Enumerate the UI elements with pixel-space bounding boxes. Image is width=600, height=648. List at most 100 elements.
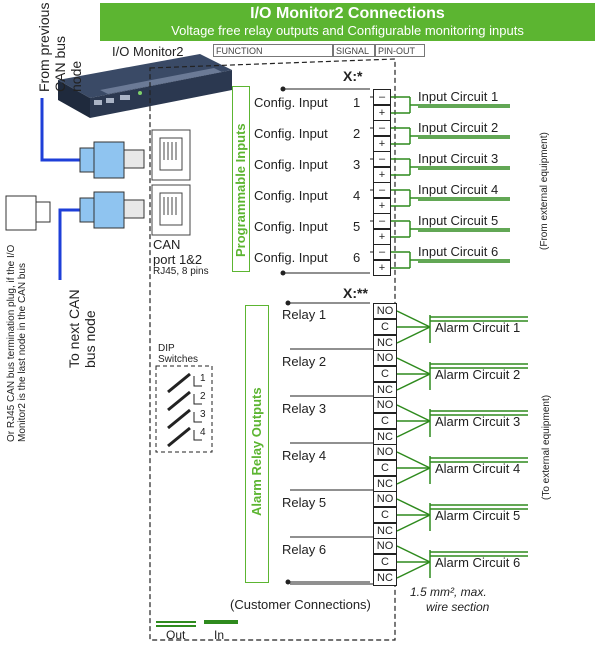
- relay-terminal-no: NO: [373, 397, 397, 413]
- alarm-circuit-label: Alarm Circuit 2: [435, 367, 521, 382]
- alarm-relay-outputs-box: Alarm Relay Outputs: [245, 305, 269, 583]
- input-circuit-label: Input Circuit 6: [418, 244, 499, 259]
- relay-wire: [396, 561, 431, 579]
- input-label: Config. Input: [254, 219, 328, 234]
- terminal-minus: –: [373, 89, 391, 105]
- page-subtitle: Voltage free relay outputs and Configura…: [171, 23, 524, 38]
- relay-wire: [396, 545, 431, 563]
- programmable-inputs-label: Programmable Inputs: [233, 123, 248, 257]
- dip-number: 1: [200, 373, 206, 384]
- input-circuit-label: Input Circuit 5: [418, 213, 499, 228]
- input-label: Config. Input: [254, 126, 328, 141]
- legend-out-label: Out: [166, 628, 186, 642]
- input-label: Config. Input: [254, 188, 328, 203]
- can-port-label: port 1&2: [153, 252, 203, 267]
- header-banner: I/O Monitor2 Connections Voltage free re…: [100, 3, 595, 41]
- relay-label: Relay 2: [282, 354, 327, 369]
- relay-terminal-c: C: [373, 366, 397, 382]
- relay-terminal-nc: NC: [373, 382, 397, 398]
- can-label: CAN: [153, 237, 181, 252]
- relay-wire: [396, 514, 431, 532]
- inputs-connector-label: X:*: [343, 68, 363, 84]
- input-label: Config. Input: [254, 157, 328, 172]
- terminal-minus: –: [373, 151, 391, 167]
- input-number: 6: [353, 250, 361, 265]
- alarm-circuit-label: Alarm Circuit 4: [435, 461, 521, 476]
- dip-number: 2: [200, 391, 206, 402]
- input-circuit-label: Input Circuit 1: [418, 89, 499, 104]
- wire-section-line2: wire section: [426, 600, 490, 614]
- column-function: FUNCTION: [213, 44, 333, 57]
- relay-terminal-c: C: [373, 554, 397, 570]
- relay-wire: [396, 498, 431, 516]
- relay-terminal-nc: NC: [373, 476, 397, 492]
- column-signal: SIGNAL: [333, 44, 375, 57]
- relay-terminal-no: NO: [373, 491, 397, 507]
- legend-in-label: In: [214, 628, 225, 642]
- column-pinout: PIN-OUT: [375, 44, 425, 57]
- input-number: 4: [353, 188, 361, 203]
- relay-terminal-nc: NC: [373, 335, 397, 351]
- input-number: 1: [353, 95, 361, 110]
- terminal-minus: –: [373, 182, 391, 198]
- input-label: Config. Input: [254, 250, 328, 265]
- terminal-plus: +: [373, 229, 391, 245]
- terminal-plus: +: [373, 260, 391, 276]
- terminal-minus: –: [373, 213, 391, 229]
- programmable-inputs-box: Programmable Inputs: [232, 86, 250, 272]
- relay-label: Relay 1: [282, 307, 327, 322]
- device-image: [58, 54, 232, 118]
- input-circuit-label: Input Circuit 2: [418, 120, 499, 135]
- terminal-minus: –: [373, 120, 391, 136]
- relay-label: Relay 6: [282, 542, 327, 557]
- to-external-note: (To external equipment): [541, 394, 552, 500]
- device-label: I/O Monitor2: [112, 44, 184, 59]
- terminal-plus: +: [373, 136, 391, 152]
- relay-terminal-nc: NC: [373, 523, 397, 539]
- relay-wire: [396, 420, 431, 438]
- relay-wire: [396, 326, 431, 344]
- relay-wire: [396, 467, 431, 485]
- to-next-label: To next CAN bus node: [66, 289, 98, 368]
- relay-terminal-nc: NC: [373, 429, 397, 445]
- input-circuit-label: Input Circuit 3: [418, 151, 499, 166]
- relay-terminal-no: NO: [373, 444, 397, 460]
- alarm-relay-outputs-label: Alarm Relay Outputs: [249, 387, 264, 516]
- relay-terminal-no: NO: [373, 350, 397, 366]
- customer-connections-label: (Customer Connections): [230, 597, 371, 612]
- rj45-label: RJ45, 8 pins: [153, 266, 209, 277]
- input-circuit-label: Input Circuit 4: [418, 182, 499, 197]
- alarm-circuit-label: Alarm Circuit 5: [435, 508, 521, 523]
- relay-wire: [396, 357, 431, 375]
- from-previous-label: From previous CAN bus node: [36, 2, 84, 92]
- relay-terminal-no: NO: [373, 538, 397, 554]
- relay-wire: [396, 373, 431, 391]
- input-number: 2: [353, 126, 361, 141]
- input-label: Config. Input: [254, 95, 328, 110]
- relays-connector-label: X:**: [343, 285, 368, 301]
- dip-switches-label: Switches: [158, 354, 199, 365]
- relay-wire: [396, 451, 431, 469]
- terminal-plus: +: [373, 105, 391, 121]
- relay-terminal-c: C: [373, 460, 397, 476]
- input-number: 5: [353, 219, 361, 234]
- dip-number: 3: [200, 409, 206, 420]
- alarm-circuit-label: Alarm Circuit 1: [435, 320, 521, 335]
- termination-note: Or RJ45 CAN bus termination plug, if the…: [6, 244, 28, 442]
- relay-terminal-nc: NC: [373, 570, 397, 586]
- relay-label: Relay 3: [282, 401, 327, 416]
- alarm-circuit-label: Alarm Circuit 6: [435, 555, 521, 570]
- relay-terminal-c: C: [373, 413, 397, 429]
- page-title: I/O Monitor2 Connections: [250, 5, 445, 22]
- from-external-note: (From external equipment): [539, 132, 550, 250]
- terminal-plus: +: [373, 198, 391, 214]
- relay-wire: [396, 310, 431, 328]
- relay-terminal-no: NO: [373, 303, 397, 319]
- dip-number: 4: [200, 427, 206, 438]
- relay-wire: [396, 404, 431, 422]
- relay-label: Relay 5: [282, 495, 327, 510]
- relay-terminal-c: C: [373, 319, 397, 335]
- relay-terminal-c: C: [373, 507, 397, 523]
- alarm-circuit-label: Alarm Circuit 3: [435, 414, 521, 429]
